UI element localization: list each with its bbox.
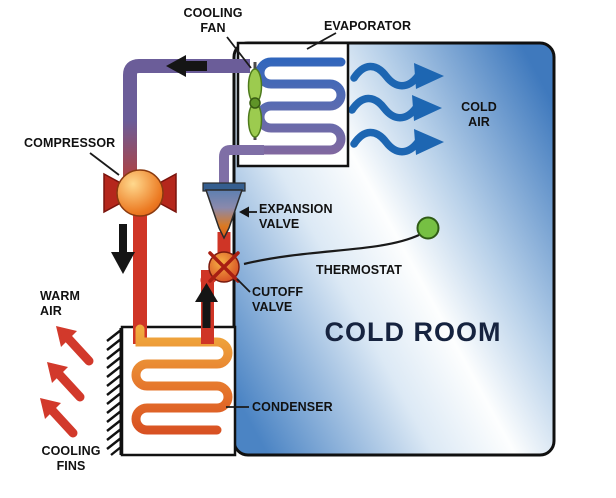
expansion-valve-label-line2: VALVE xyxy=(259,217,300,232)
compressor-icon xyxy=(103,169,177,217)
expansion-valve-pointer-icon xyxy=(239,206,249,218)
liquid-pipe xyxy=(195,232,231,344)
cutoff-valve-label: CUTOFF VALVE xyxy=(252,285,303,316)
expansion-valve-label: EXPANSION VALVE xyxy=(259,202,333,233)
thermostat-sensor xyxy=(243,216,440,266)
cooling-fan-label: COOLING FAN xyxy=(180,6,246,37)
fan-hub xyxy=(249,97,261,109)
cold-air-label: COLD AIR xyxy=(456,100,502,131)
evaporator-leader xyxy=(306,32,337,50)
cooling-fan-label-line2: FAN xyxy=(200,21,226,36)
cooling-fins-label: COOLING FINS xyxy=(36,444,106,475)
condenser-coil xyxy=(131,324,233,435)
cold-air-label-line2: AIR xyxy=(468,115,490,130)
cooling-fan-label-line1: COOLING xyxy=(183,6,243,20)
thermostat-cable xyxy=(243,234,420,266)
thermostat-bulb-icon xyxy=(416,216,440,240)
warm-air-arrows-icon xyxy=(40,326,89,433)
cutoff-valve-label-line1: CUTOFF xyxy=(252,285,304,299)
evaporator-label: EVAPORATOR xyxy=(324,19,412,33)
cutoff-valve-label-line2: VALVE xyxy=(252,300,293,315)
expansion-valve-icon xyxy=(202,182,246,240)
cutoff-valve-icon xyxy=(208,251,240,283)
expansion-valve-label-line1: EXPANSION xyxy=(259,202,333,216)
warm-air-label-line1: WARM xyxy=(40,289,80,303)
warm-air-label-line2: AIR xyxy=(40,304,62,319)
compressor-label: COMPRESSOR xyxy=(24,136,116,150)
leader-lines xyxy=(89,32,337,408)
thermostat-label: THERMOSTAT xyxy=(316,263,402,277)
evaporator-coil xyxy=(255,57,346,155)
cooling-fan-icon xyxy=(247,62,263,140)
flow-arrow-left-icon xyxy=(166,55,207,77)
discharge-pipe xyxy=(133,212,147,344)
compressor-leader xyxy=(89,152,120,176)
cooling-fins-label-line2: FINS xyxy=(56,459,86,474)
suction-pipe xyxy=(123,55,250,182)
flow-arrow-up-shaft xyxy=(202,302,211,328)
cold-air-label-line1: COLD xyxy=(461,100,497,114)
cutoff-valve-leader xyxy=(236,278,251,293)
cooling-fins-label-line1: COOLING xyxy=(41,444,101,458)
flow-arrow-up-icon xyxy=(195,283,218,302)
flow-arrow-down-icon xyxy=(111,224,135,274)
cooling-fan-leader xyxy=(226,36,252,69)
condenser-label: CONDENSER xyxy=(252,400,333,414)
cooling-fins-icon xyxy=(106,328,123,456)
warm-air-label: WARM AIR xyxy=(40,289,80,320)
evaporator-feed-pipe xyxy=(219,145,264,190)
cold-room-title: COLD ROOM xyxy=(324,317,502,347)
